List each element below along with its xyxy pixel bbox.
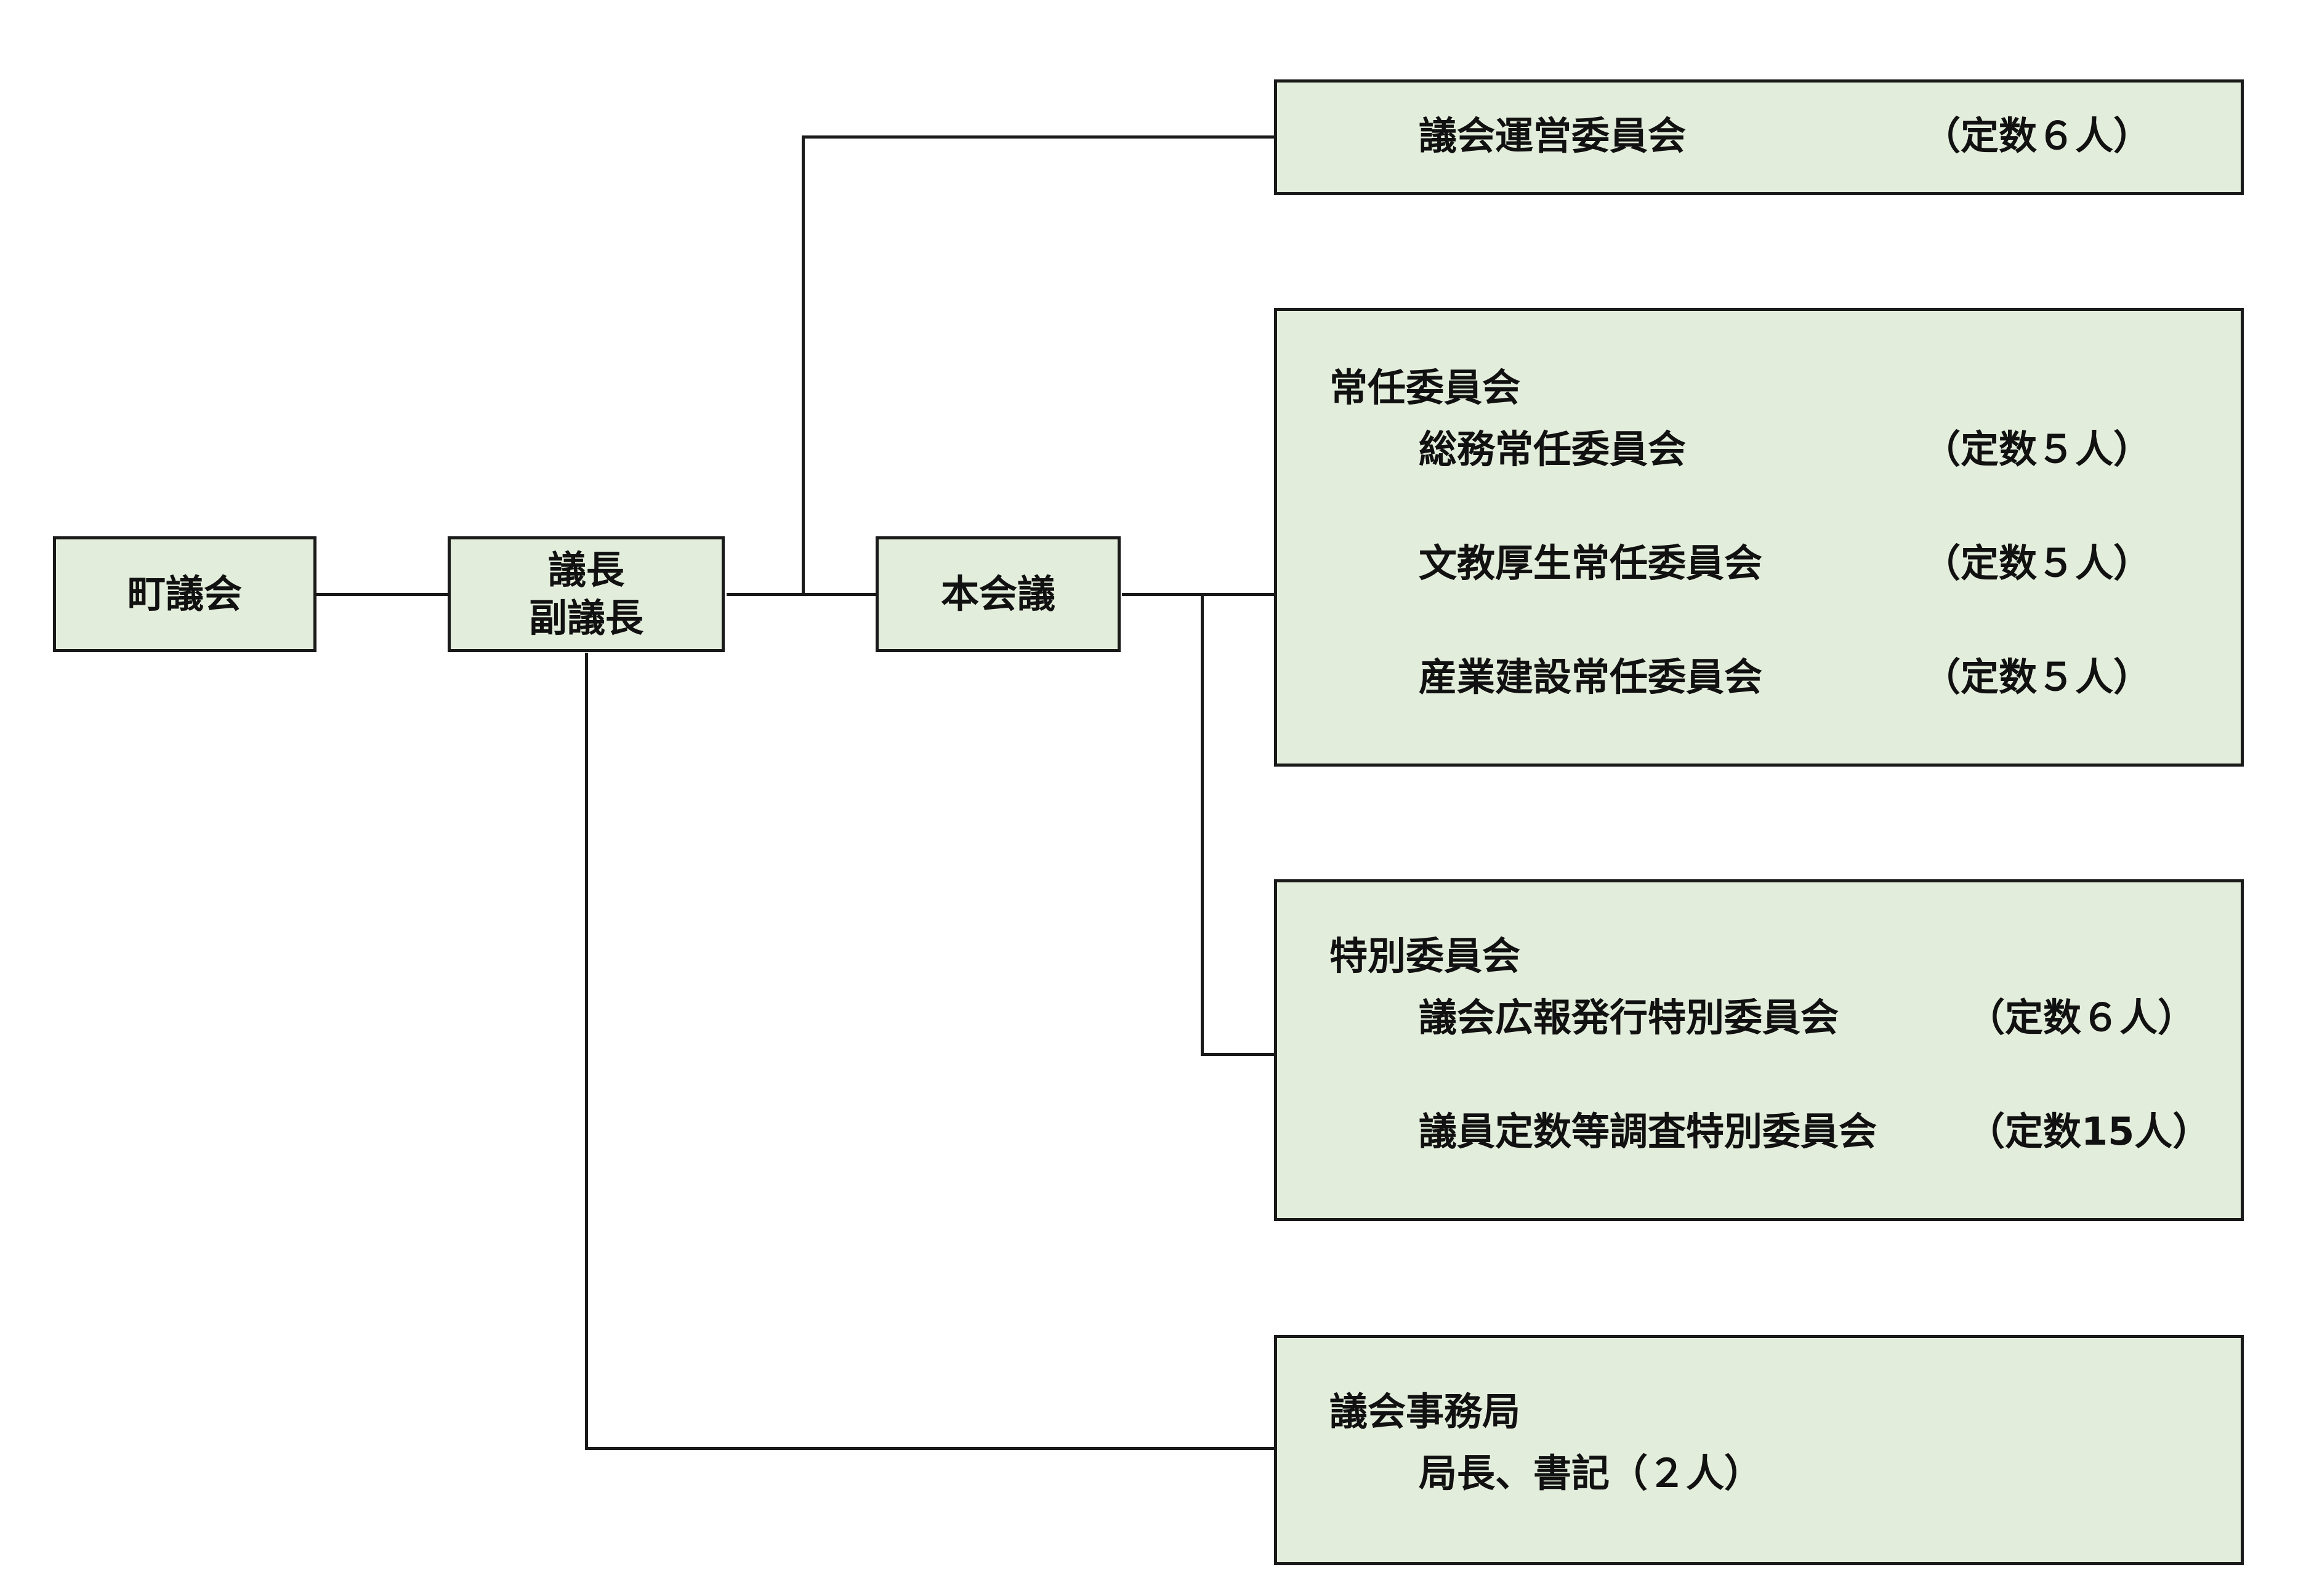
steering-committee-box: 議会運営委員会 （定数６人） [1274,79,2244,195]
secretariat-staff: 局長、書記（２人） [1419,1451,1763,1496]
secretariat-box: 議会事務局 局長、書記（２人） [1274,1335,2244,1565]
standing-committee-name: 総務常任委員会 [1419,427,1687,472]
standing-committees-header: 常任委員会 [1329,365,1521,410]
special-committee-name: 議員定数等調査特別委員会 [1419,1109,1877,1154]
secretariat-header: 議会事務局 [1329,1389,1521,1434]
special-committees-header: 特別委員会 [1329,933,1521,978]
special-committee-quota: （定数15人） [1967,1109,2211,1154]
standing-committee-quota: （定数５人） [1922,427,2152,472]
special-committee-quota: （定数６人） [1967,995,2196,1040]
connector-steering-horizontal [802,135,1280,139]
standing-committees-box: 常任委員会 総務常任委員会 （定数５人） 文教厚生常任委員会 （定数５人） 産業… [1274,308,2244,767]
connector-council-chair [314,593,450,596]
steering-committee-quota: （定数６人） [1922,113,2152,158]
standing-committee-name: 文教厚生常任委員会 [1419,541,1763,586]
connector-special-vertical [1201,593,1204,1056]
plenary-box: 本会議 [876,536,1121,652]
special-committees-box: 特別委員会 議会広報発行特別委員会 （定数６人） 議員定数等調査特別委員会 （定… [1274,879,2244,1221]
connector-special-horizontal [1201,1053,1280,1056]
connector-secretariat-horizontal [585,1447,1280,1450]
council-label: 町議会 [127,571,242,616]
standing-committee-quota: （定数５人） [1922,541,2152,586]
chair-label: 議長 [547,547,624,592]
special-committee-name: 議会広報発行特別委員会 [1419,995,1839,1040]
plenary-label: 本会議 [940,571,1055,616]
connector-secretariat-vertical [585,653,588,1450]
vice-chair-label: 副議長 [528,595,643,640]
standing-committee-name: 産業建設常任委員会 [1419,655,1763,699]
steering-committee-name: 議会運営委員会 [1419,113,1687,158]
connector-steering-vertical [802,135,805,596]
council-box: 町議会 [53,536,316,652]
chair-box: 議長 副議長 [448,536,725,652]
standing-committee-quota: （定数５人） [1922,655,2152,699]
